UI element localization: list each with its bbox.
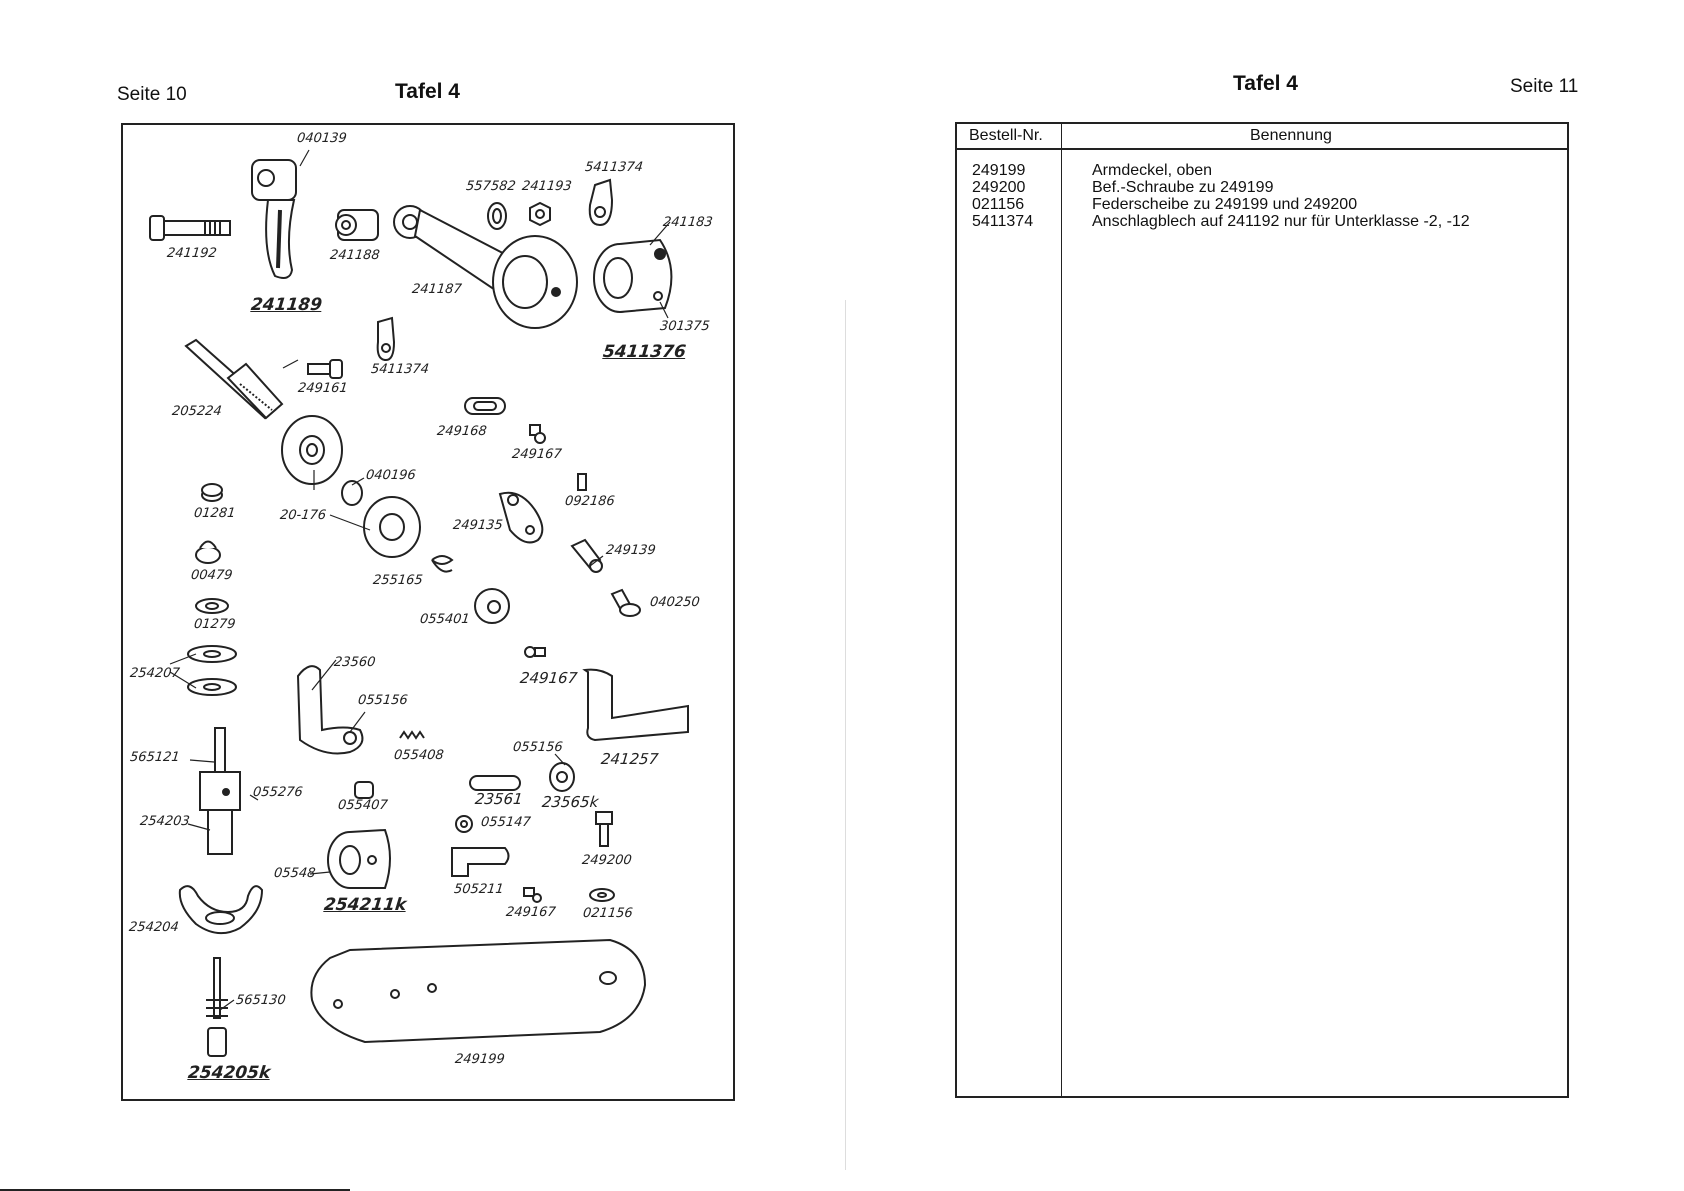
collar-5411376-drawing: [593, 238, 673, 313]
left-plate-title: Tafel 4: [395, 80, 460, 103]
part-label: 241183: [662, 215, 714, 230]
part-label: 055276: [252, 785, 304, 800]
part-label: 505211: [453, 882, 505, 897]
part-label: 00479: [190, 568, 234, 583]
part-label: 23565k: [541, 793, 600, 811]
row-description: Armdeckel, oben: [1092, 162, 1213, 179]
part-label: 055407: [337, 798, 389, 813]
part-label: 249199: [454, 1052, 506, 1067]
right-page-number: Seite 11: [1510, 76, 1579, 97]
row-order-number: 5411374: [972, 213, 1034, 230]
parts-table: Bestell-Nr. Benennung 249199 Armdeckel, …: [955, 122, 1569, 1098]
part-label: 040139: [296, 131, 348, 146]
collar-254211k-drawing: [327, 828, 391, 889]
row-order-number: 249199: [972, 162, 1026, 179]
part-label: 565121: [129, 750, 181, 765]
part-label: 249161: [297, 381, 349, 396]
stud-254203-drawing: [199, 727, 241, 855]
part-label: 040250: [649, 595, 701, 610]
part-label: 249168: [436, 424, 488, 439]
left-page-number: Seite 10: [117, 84, 187, 105]
arm-cover-249199-drawing: [310, 938, 647, 1044]
lever-241189-drawing: [251, 159, 297, 279]
part-label: 23560: [333, 655, 377, 670]
part-label: 254207: [129, 666, 181, 681]
part-label: 241192: [166, 246, 218, 261]
part-label: 092186: [564, 494, 616, 509]
part-label: 254211k: [322, 895, 408, 915]
part-label: 249167: [505, 905, 557, 920]
row-order-number: 021156: [972, 196, 1025, 213]
row-description: Bef.-Schraube zu 249199: [1092, 179, 1274, 196]
part-label: 255165: [372, 573, 424, 588]
bolt-241192-drawing: [149, 215, 231, 241]
part-label: 040196: [365, 468, 417, 483]
part-label: 5411376: [601, 342, 687, 362]
part-label: 241188: [329, 248, 381, 263]
row-description: Federscheibe zu 249199 und 249200: [1092, 196, 1358, 213]
part-label: 241257: [600, 750, 660, 768]
part-label: 249135: [452, 518, 504, 533]
part-label: 01279: [193, 617, 237, 632]
part-label: 5411374: [370, 362, 430, 377]
part-label: 055408: [393, 748, 445, 763]
order-number-column: [957, 124, 1062, 1096]
part-label: 055147: [480, 815, 532, 830]
row-description: Anschlagblech auf 241192 nur für Unterkl…: [1092, 213, 1470, 230]
page-gutter: [845, 300, 846, 1170]
bushing-241188-drawing: [335, 209, 379, 241]
part-label: 249167: [519, 669, 579, 687]
part-label: 241193: [521, 179, 573, 194]
part-label: 021156: [582, 906, 634, 921]
part-label: 055156: [512, 740, 564, 755]
part-label: 254205k: [186, 1063, 272, 1083]
part-label: 565130: [235, 993, 287, 1008]
part-label: 23561: [474, 790, 524, 808]
part-label: 249167: [511, 447, 563, 462]
header-description: Benennung: [1250, 127, 1332, 144]
part-label: 5411374: [584, 160, 644, 175]
part-label: 241187: [411, 282, 463, 297]
shaft-205224-drawing: [184, 338, 284, 420]
part-label: 254203: [139, 814, 191, 829]
part-label: 055401: [419, 612, 471, 627]
part-label: 301375: [659, 319, 711, 334]
scan-edge-line: [0, 1189, 350, 1191]
part-label: 05548: [273, 866, 317, 881]
right-plate-title: Tafel 4: [1233, 72, 1298, 95]
part-label: 055156: [357, 693, 409, 708]
part-label: 249200: [581, 853, 633, 868]
table-header: Bestell-Nr. Benennung: [957, 124, 1567, 150]
part-label: 557582: [465, 179, 517, 194]
crank-arm-241187-drawing: [393, 205, 578, 329]
part-label: 01281: [193, 506, 237, 521]
part-label: 249139: [605, 543, 657, 558]
part-label: 241189: [249, 295, 324, 315]
part-label: 254204: [128, 920, 180, 935]
row-order-number: 249200: [972, 179, 1026, 196]
part-label: 20-176: [279, 508, 327, 523]
header-order-number: Bestell-Nr.: [969, 127, 1043, 144]
part-label: 205224: [171, 404, 223, 419]
parts-illustration-frame: [121, 123, 735, 1101]
